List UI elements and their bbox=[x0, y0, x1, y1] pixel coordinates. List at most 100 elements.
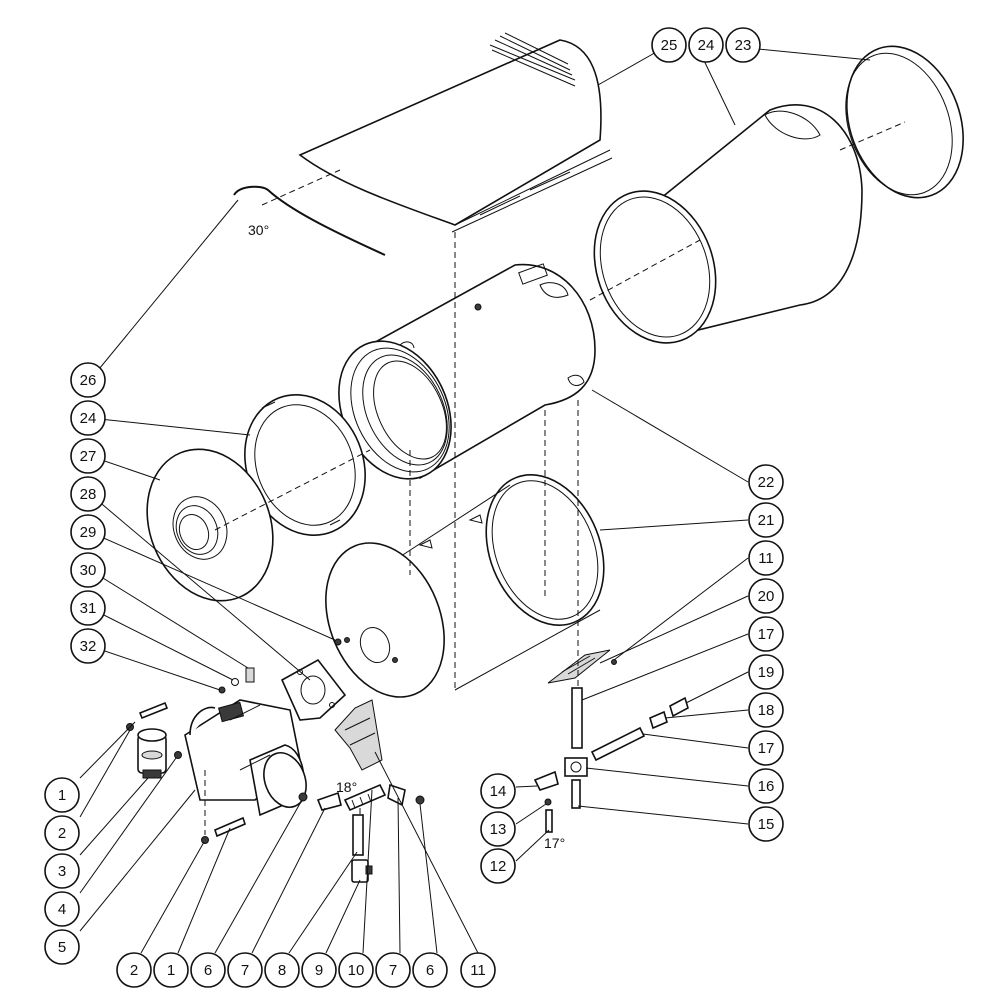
svg-text:27: 27 bbox=[80, 448, 97, 465]
callout-24b: 24 bbox=[70, 400, 106, 436]
callout-6a: 6 bbox=[190, 952, 226, 988]
callout-7a: 7 bbox=[227, 952, 263, 988]
nut-part-6-left bbox=[298, 792, 308, 802]
svg-text:1: 1 bbox=[58, 787, 66, 804]
svg-text:3: 3 bbox=[58, 863, 66, 880]
label-part bbox=[547, 649, 611, 684]
svg-text:24: 24 bbox=[80, 410, 97, 427]
mount-plate-part bbox=[280, 658, 347, 721]
svg-text:7: 7 bbox=[241, 962, 249, 979]
svg-text:2: 2 bbox=[130, 962, 138, 979]
hose-part-18 bbox=[343, 783, 387, 812]
callout-31: 31 bbox=[70, 590, 106, 626]
screw-part-1-top bbox=[138, 701, 169, 720]
callout-29: 29 bbox=[70, 514, 106, 550]
svg-text:17: 17 bbox=[758, 626, 775, 643]
svg-text:22: 22 bbox=[758, 474, 775, 491]
svg-text:25: 25 bbox=[661, 37, 678, 54]
svg-text:17: 17 bbox=[758, 740, 775, 757]
svg-text:29: 29 bbox=[80, 524, 97, 541]
svg-text:30: 30 bbox=[80, 562, 97, 579]
svg-text:28: 28 bbox=[80, 486, 97, 503]
svg-text:6: 6 bbox=[204, 962, 212, 979]
motor-assembly-part bbox=[184, 699, 307, 817]
nut-part-18-right bbox=[649, 710, 668, 730]
svg-text:31: 31 bbox=[80, 600, 97, 617]
callout-13: 13 bbox=[480, 811, 516, 847]
pin-part-12 bbox=[545, 809, 553, 833]
screw-part-11-right bbox=[611, 659, 617, 665]
callout-11a: 11 bbox=[460, 952, 496, 988]
svg-text:32: 32 bbox=[80, 638, 97, 655]
svg-text:16: 16 bbox=[758, 778, 775, 795]
callout-1a: 1 bbox=[44, 777, 80, 813]
elbow-part-7-left bbox=[316, 791, 342, 811]
svg-text:26: 26 bbox=[80, 372, 97, 389]
callout-8: 8 bbox=[264, 952, 300, 988]
nut-part-6-right bbox=[415, 795, 425, 805]
callout-16: 16 bbox=[748, 768, 784, 804]
screw-part-15 bbox=[571, 779, 581, 809]
svg-text:15: 15 bbox=[758, 816, 775, 833]
fitting-part-4 bbox=[174, 751, 182, 759]
screw-part-1-bottom bbox=[214, 816, 246, 838]
svg-text:10: 10 bbox=[348, 962, 365, 979]
callout-26: 26 bbox=[70, 362, 106, 398]
callout-27: 27 bbox=[70, 438, 106, 474]
svg-text:12: 12 bbox=[490, 858, 507, 875]
callout-20: 20 bbox=[748, 578, 784, 614]
tube-part-17-vertical bbox=[571, 687, 583, 749]
svg-text:1: 1 bbox=[167, 962, 175, 979]
callout-2b: 2 bbox=[116, 952, 152, 988]
callout-5: 5 bbox=[44, 929, 80, 965]
callout-17a: 17 bbox=[748, 730, 784, 766]
callout-18: 18 bbox=[748, 692, 784, 728]
inner-cylinder-part bbox=[338, 263, 596, 480]
svg-text:18: 18 bbox=[758, 702, 775, 719]
svg-text:19: 19 bbox=[758, 664, 775, 681]
outer-cylinder-part bbox=[593, 104, 863, 344]
callout-15: 15 bbox=[748, 806, 784, 842]
callout-1b: 1 bbox=[153, 952, 189, 988]
callout-7b: 7 bbox=[375, 952, 411, 988]
callout-25: 25 bbox=[651, 27, 687, 63]
tube-part-17-horizontal bbox=[590, 726, 646, 762]
mounting-bracket-part bbox=[334, 699, 383, 771]
angle-label-30: 30° bbox=[248, 222, 269, 238]
callout-10: 10 bbox=[338, 952, 374, 988]
callout-6b: 6 bbox=[412, 952, 448, 988]
bolt-part-30 bbox=[245, 667, 255, 683]
callout-23: 23 bbox=[725, 27, 761, 63]
svg-text:11: 11 bbox=[470, 962, 486, 979]
angle-label-17: 17° bbox=[544, 835, 565, 851]
fitting-part-19 bbox=[669, 696, 689, 718]
callout-17b: 17 bbox=[748, 616, 784, 652]
callout-24a: 24 bbox=[688, 27, 724, 63]
callout-21: 21 bbox=[748, 502, 784, 538]
alignment-lines bbox=[204, 121, 906, 835]
top-shroud-part bbox=[298, 32, 613, 233]
leader-lines bbox=[79, 45, 871, 954]
tube-part-8 bbox=[352, 814, 364, 856]
filter-part-9 bbox=[351, 859, 373, 883]
callout-2a: 2 bbox=[44, 815, 80, 851]
callout-14: 14 bbox=[480, 773, 516, 809]
svg-text:24: 24 bbox=[698, 37, 715, 54]
svg-text:13: 13 bbox=[490, 821, 507, 838]
svg-text:20: 20 bbox=[758, 588, 775, 605]
screw-part-29 bbox=[334, 638, 342, 646]
angle-label-18: 18° bbox=[336, 779, 357, 795]
shroud-vent-slots bbox=[489, 32, 576, 87]
nozzle-housing-part bbox=[137, 728, 167, 779]
washer-part-2-bottom bbox=[201, 836, 209, 844]
callout-22: 22 bbox=[748, 464, 784, 500]
wire-part bbox=[233, 185, 386, 256]
svg-text:4: 4 bbox=[58, 901, 66, 918]
tee-fitting-part-16 bbox=[564, 757, 588, 777]
svg-text:7: 7 bbox=[389, 962, 397, 979]
svg-text:9: 9 bbox=[315, 962, 323, 979]
svg-text:6: 6 bbox=[426, 962, 434, 979]
washer-part-13 bbox=[544, 798, 552, 806]
callout-3: 3 bbox=[44, 853, 80, 889]
